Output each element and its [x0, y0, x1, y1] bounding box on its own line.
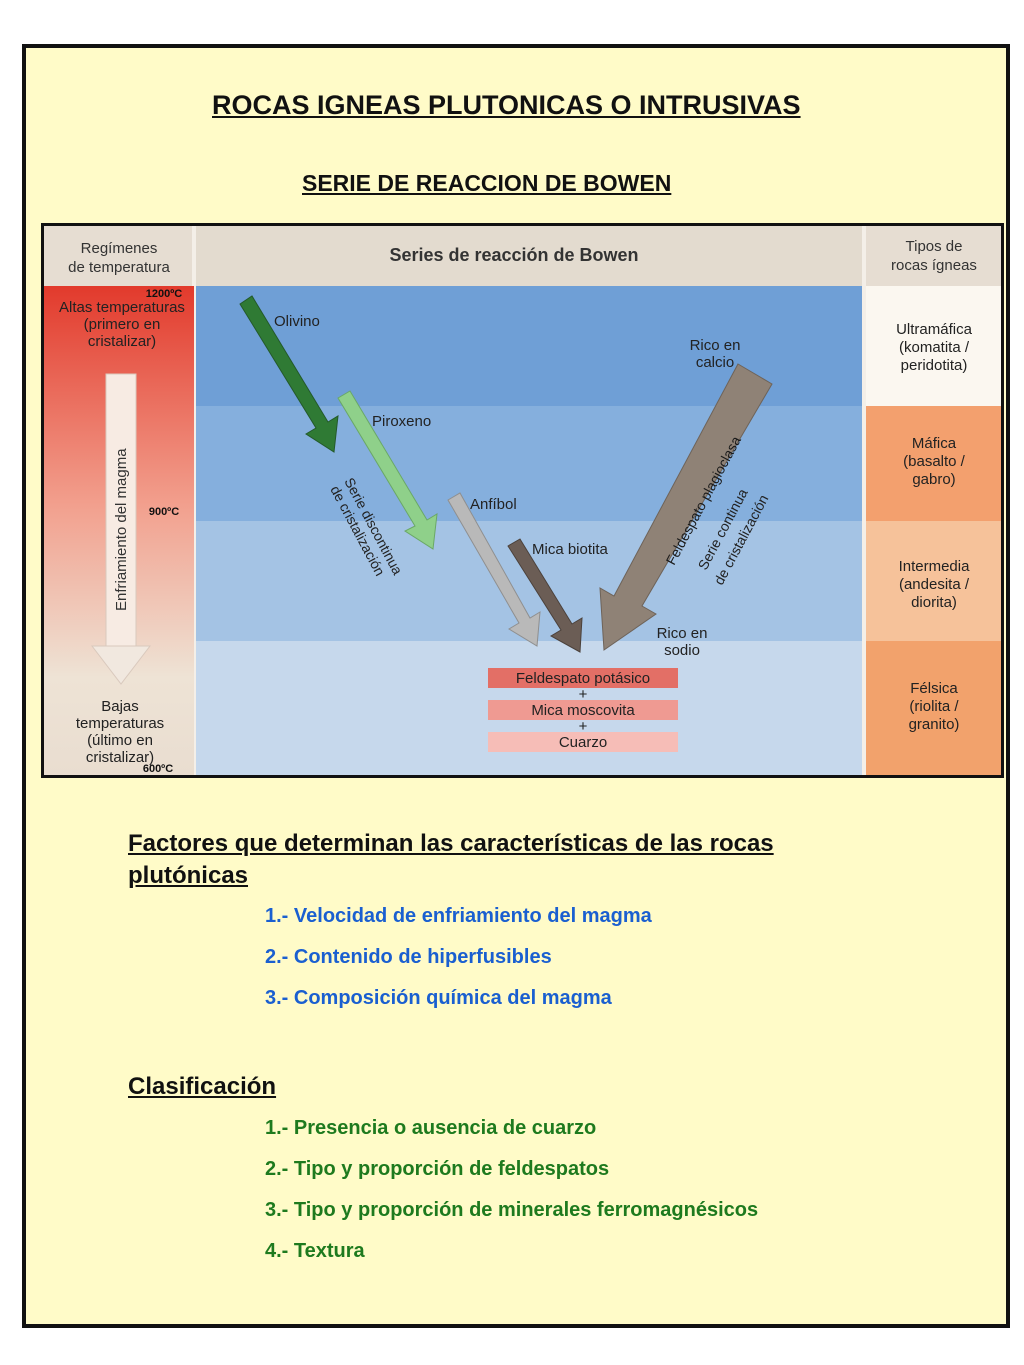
classification-item-4: 4.- Textura: [265, 1240, 365, 1262]
classification-item-3: 3.- Tipo y proporción de minerales ferro…: [265, 1199, 759, 1221]
type-ultramafica-line2: (komatita /: [899, 339, 970, 356]
final-plus-1: +: [579, 686, 588, 703]
plagioclase-arrow-icon: [599, 363, 773, 651]
series-header: Series de reacción de Bowen: [389, 245, 638, 265]
temp-low-line4: cristalizar): [86, 749, 154, 766]
final-cuarzo: Cuarzo: [559, 734, 607, 751]
final-box-1: [488, 668, 678, 688]
olivine-arrow-icon: [239, 295, 339, 453]
mineral-anfibol: Anfíbol: [470, 496, 517, 513]
type-felsic-bg: [866, 641, 1001, 775]
temp-900-label: 900ºC: [149, 506, 179, 518]
temp-1200-label: 1200ºC: [146, 288, 182, 300]
rico-sodio-line1: Rico en: [657, 625, 708, 642]
temp-high-line3: cristalizar): [88, 333, 156, 350]
type-ultramafic-bg: [866, 286, 1001, 406]
factor-item-1: 1.- Velocidad de enfriamiento del magma: [265, 905, 652, 927]
mineral-olivino: Olivino: [274, 313, 320, 330]
type-intermedia-line1: Intermedia: [899, 558, 971, 575]
type-mafica-line1: Máfica: [912, 435, 957, 452]
factor-item-2: 2.- Contenido de hiperfusibles: [265, 946, 552, 968]
rico-calcio-line2: calcio: [696, 354, 734, 371]
types-header-line2: rocas ígneas: [891, 257, 977, 274]
final-box-2: [488, 700, 678, 720]
temp-header-line2: de temperatura: [68, 259, 170, 276]
cooling-arrow-icon: [90, 373, 152, 685]
factors-heading: Factores que determinan las característi…: [128, 830, 774, 889]
type-ultramafica-line3: peridotita): [901, 357, 968, 374]
band-mafic: [196, 406, 862, 521]
temp-600-label: 600ºC: [143, 763, 173, 775]
page-subtitle: SERIE DE REACCION DE BOWEN: [302, 170, 672, 196]
type-felsica-line2: (riolita /: [909, 698, 959, 715]
biotite-arrow-icon: [507, 538, 583, 653]
classification-item-2: 2.- Tipo y proporción de feldespatos: [265, 1158, 610, 1180]
rico-calcio-line1: Rico en: [690, 337, 741, 354]
type-mafic-bg: [866, 406, 1001, 521]
final-feldespato-potasico: Feldespato potásico: [516, 670, 650, 687]
type-ultramafica-line1: Ultramáfica: [896, 321, 973, 338]
series-header-bg: [194, 226, 864, 286]
temp-low-line2: temperaturas: [76, 715, 164, 732]
bowen-diagram: Regímenes de temperatura Series de reacc…: [41, 223, 1004, 778]
amphibole-arrow-icon: [447, 492, 541, 647]
final-box-3: [488, 732, 678, 752]
final-plus-2: +: [579, 718, 588, 735]
type-intermedia-line2: (andesita /: [899, 576, 970, 593]
pyroxene-arrow-icon: [337, 390, 438, 550]
type-intermedia-line3: diorita): [911, 594, 957, 611]
temp-header-line1: Regímenes: [81, 240, 158, 257]
mineral-piroxeno: Piroxeno: [372, 413, 431, 430]
temp-low-line3: (último en: [87, 732, 153, 749]
type-felsica-line3: granito): [909, 716, 960, 733]
factor-item-3: 3.- Composición química del magma: [265, 987, 612, 1009]
classification-item-1: 1.- Presencia o ausencia de cuarzo: [265, 1117, 597, 1139]
final-mica-moscovita: Mica moscovita: [531, 702, 635, 719]
types-header-line1: Tipos de: [906, 238, 963, 255]
cooling-arrow-label: Enfriamiento del magma: [113, 448, 130, 611]
temp-high-line1: Altas temperaturas: [59, 299, 185, 316]
classification-heading: Clasificación: [128, 1073, 277, 1100]
temp-high-line2: (primero en: [84, 316, 161, 333]
page-title: ROCAS IGNEAS PLUTONICAS O INTRUSIVAS: [212, 90, 801, 120]
type-felsica-line1: Félsica: [910, 680, 958, 697]
type-mafica-line3: gabro): [912, 471, 955, 488]
type-intermediate-bg: [866, 521, 1001, 641]
type-mafica-line2: (basalto /: [903, 453, 966, 470]
mineral-mica-biotita: Mica biotita: [532, 541, 609, 558]
temp-low-line1: Bajas: [101, 698, 139, 715]
rico-sodio-line2: sodio: [664, 642, 700, 659]
